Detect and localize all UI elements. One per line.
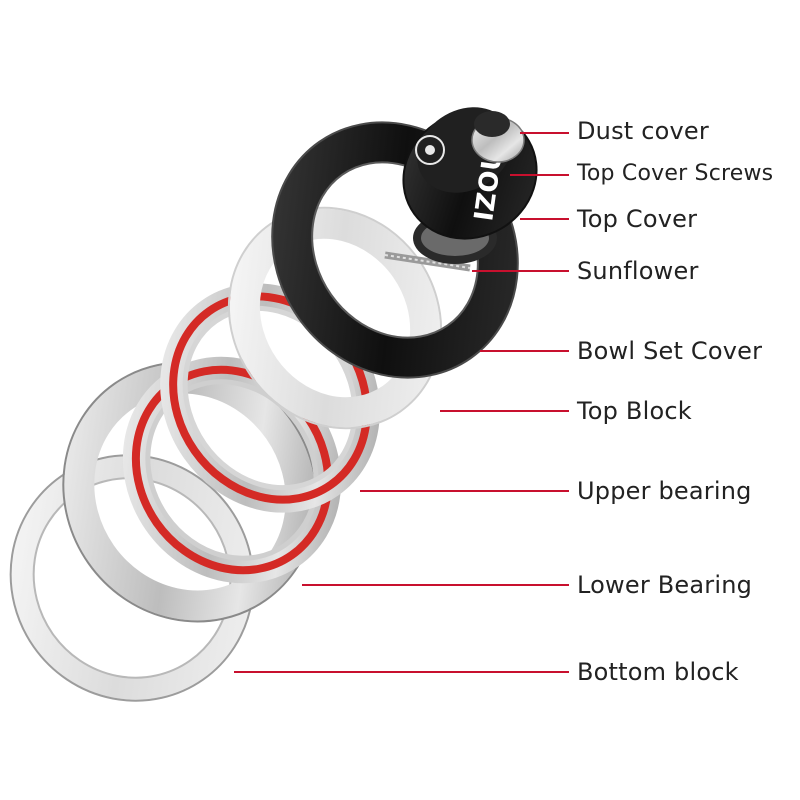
label-bowl-set-cover: Bowl Set Cover <box>577 337 763 365</box>
leader-lines <box>234 132 569 673</box>
label-upper-bearing: Upper bearing <box>577 477 752 505</box>
label-lower-bearing: Lower Bearing <box>577 571 753 599</box>
lower-cup-part <box>62 361 318 623</box>
label-dust-cover: Dust cover <box>577 117 709 145</box>
top-cover-screw-part <box>471 111 525 163</box>
label-sunflower: Sunflower <box>577 257 699 285</box>
label-top-cover: Top Cover <box>577 205 698 233</box>
label-top-cover-screws: Top Cover Screws <box>577 161 774 186</box>
label-top-block: Top Block <box>577 397 692 425</box>
label-bottom-block: Bottom block <box>577 658 739 686</box>
